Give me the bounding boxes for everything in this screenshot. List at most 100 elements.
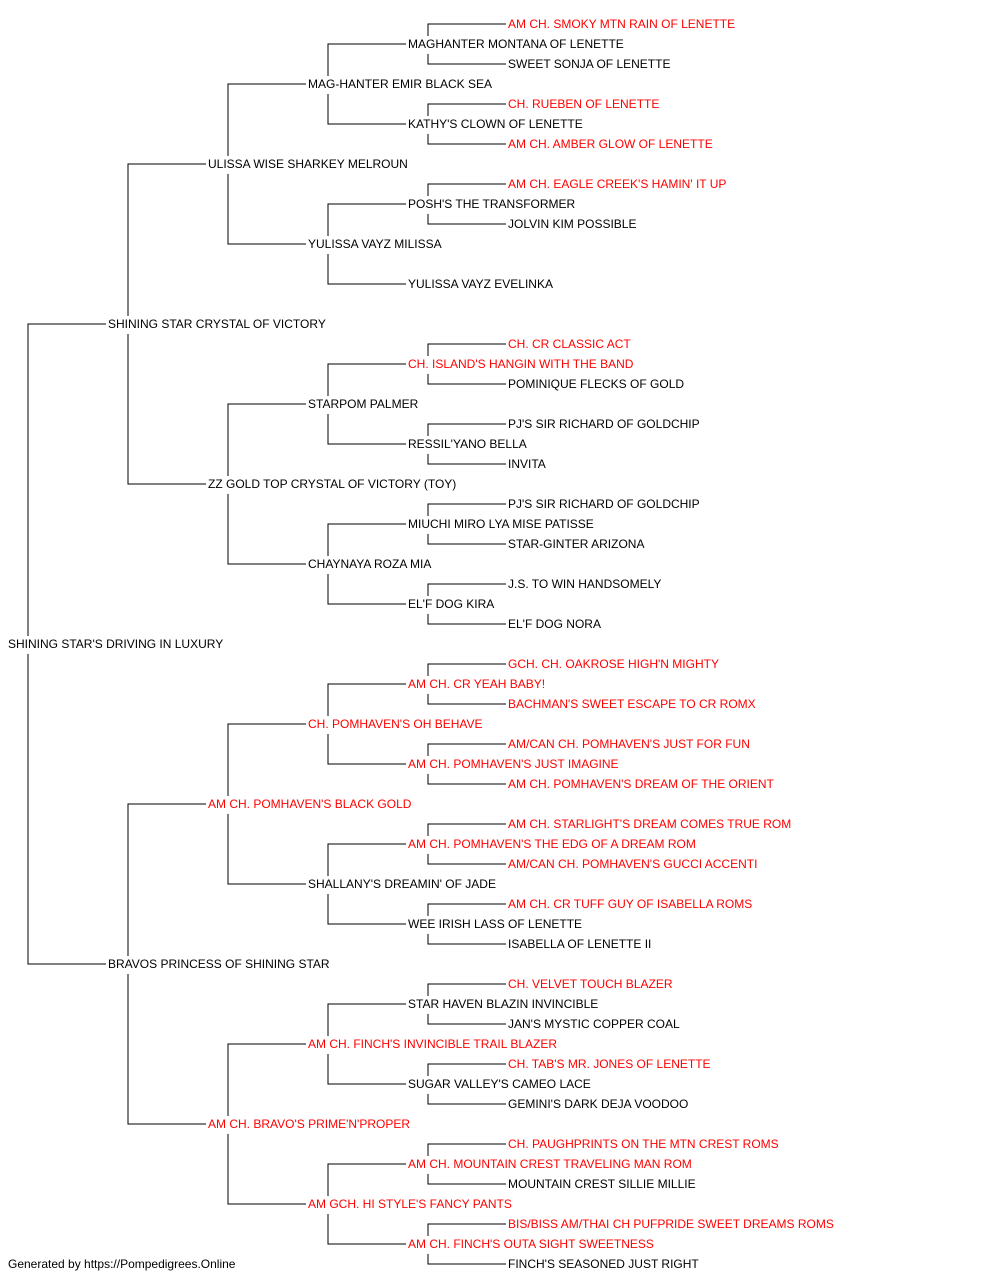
connector-line [427,934,506,945]
undefined-name: JAN'S MYSTIC COPPER COAL [508,1017,680,1031]
connector-line [427,183,506,196]
great-grandparent-name: YULISSA VAYZ MILISSA [308,237,442,251]
connector-line [427,1063,506,1076]
subject-name: SHINING STAR'S DRIVING IN LUXURY [8,637,223,651]
connector-line [327,1003,406,1036]
undefined-name: JOLVIN KIM POSSIBLE [508,217,636,231]
undefined-name: AM CH. CR TUFF GUY OF ISABELLA ROMS [508,897,752,911]
undefined-name: EL'F DOG NORA [508,617,601,631]
great-great-grandparent-name: STAR HAVEN BLAZIN INVINCIBLE [408,997,598,1011]
connector-line [227,403,306,476]
great-great-grandparent-name: AM CH. FINCH'S OUTA SIGHT SWEETNESS [408,1237,654,1251]
great-grandparent-name: CH. POMHAVEN'S OH BEHAVE [308,717,483,731]
undefined-name: BACHMAN'S SWEET ESCAPE TO CR ROMX [508,697,756,711]
connector-line [227,174,306,245]
connector-line [227,1043,306,1116]
connector-line [427,1254,506,1265]
great-grandparent-name: CHAYNAYA ROZA MIA [308,557,431,571]
great-grandparent-name: AM CH. FINCH'S INVINCIBLE TRAIL BLAZER [308,1037,557,1051]
connector-line [327,363,406,396]
connector-line [227,1134,306,1205]
great-grandparent-name: AM GCH. HI STYLE'S FANCY PANTS [308,1197,512,1211]
undefined-name: AM/CAN CH. POMHAVEN'S GUCCI ACCENTI [508,857,757,871]
connector-line [327,94,406,125]
connector-line [427,614,506,625]
great-great-grandparent-name: AM CH. POMHAVEN'S THE EDG OF A DREAM ROM [408,837,696,851]
undefined-name: CH. CR CLASSIC ACT [508,337,631,351]
connector-line [127,163,206,316]
connector-line [427,1143,506,1156]
undefined-name: STAR-GINTER ARIZONA [508,537,644,551]
connector-line [327,414,406,445]
connector-line [427,214,506,225]
connector-line [427,1174,506,1185]
great-great-grandparent-name: WEE IRISH LASS OF LENETTE [408,917,582,931]
undefined-name: FINCH'S SEASONED JUST RIGHT [508,1257,699,1271]
connector-line [427,343,506,356]
connector-line [327,1054,406,1085]
connector-line [427,423,506,436]
connector-line [427,854,506,865]
connector-line [427,23,506,36]
great-great-grandparent-name: AM CH. POMHAVEN'S JUST IMAGINE [408,757,619,771]
connector-line [227,83,306,156]
connector-line [427,1014,506,1025]
undefined-name: MOUNTAIN CREST SILLIE MILLIE [508,1177,696,1191]
connector-line [427,534,506,545]
connector-line [427,454,506,465]
connector-line [227,723,306,796]
connector-line [427,134,506,145]
connector-line [227,494,306,565]
footer-credit: Generated by https://Pompedigrees.Online [8,1257,236,1271]
connector-line [427,1223,506,1236]
connector-line [327,683,406,716]
parent-name: BRAVOS PRINCESS OF SHINING STAR [108,957,330,971]
connector-line [427,374,506,385]
connector-line [427,903,506,916]
great-great-grandparent-name: EL'F DOG KIRA [408,597,494,611]
connector-line [427,983,506,996]
great-great-grandparent-name: AM CH. CR YEAH BABY! [408,677,545,691]
undefined-name: AM CH. POMHAVEN'S DREAM OF THE ORIENT [508,777,775,791]
great-great-grandparent-name: MAGHANTER MONTANA OF LENETTE [408,37,624,51]
connector-lines [27,23,506,1265]
connector-line [227,814,306,885]
great-great-grandparent-name: SUGAR VALLEY'S CAMEO LACE [408,1077,591,1091]
grandparent-name: ULISSA WISE SHARKEY MELROUN [208,157,408,171]
undefined-name: AM/CAN CH. POMHAVEN'S JUST FOR FUN [508,737,750,751]
connector-line [327,254,406,285]
connector-line [327,734,406,765]
grandparent-name: AM CH. POMHAVEN'S BLACK GOLD [208,797,412,811]
great-great-grandparent-name: CH. ISLAND'S HANGIN WITH THE BAND [408,357,634,371]
connector-line [427,743,506,756]
undefined-name: POMINIQUE FLECKS OF GOLD [508,377,684,391]
undefined-name: AM CH. AMBER GLOW OF LENETTE [508,137,713,151]
undefined-name: AM CH. EAGLE CREEK'S HAMIN' IT UP [508,177,726,191]
undefined-name: CH. TAB'S MR. JONES OF LENETTE [508,1057,711,1071]
connector-line [427,583,506,596]
great-grandparent-name: MAG-HANTER EMIR BLACK SEA [308,77,492,91]
undefined-name: AM CH. STARLIGHT'S DREAM COMES TRUE ROM [508,817,791,831]
great-great-grandparent-name: YULISSA VAYZ EVELINKA [408,277,553,291]
great-great-grandparent-name: KATHY'S CLOWN OF LENETTE [408,117,583,131]
connector-line [327,203,406,236]
undefined-name: AM CH. SMOKY MTN RAIN OF LENETTE [508,17,735,31]
connector-line [327,894,406,925]
connector-line [427,694,506,705]
parent-name: SHINING STAR CRYSTAL OF VICTORY [108,317,326,331]
undefined-name: J.S. TO WIN HANDSOMELY [508,577,661,591]
connector-line [427,103,506,116]
connector-line [27,654,106,965]
connector-line [327,843,406,876]
great-grandparent-name: STARPOM PALMER [308,397,419,411]
undefined-name: CH. VELVET TOUCH BLAZER [508,977,673,991]
connector-line [427,1094,506,1105]
undefined-name: GEMINI'S DARK DEJA VOODOO [508,1097,688,1111]
grandparent-name: ZZ GOLD TOP CRYSTAL OF VICTORY (TOY) [208,477,456,491]
connector-line [427,774,506,785]
great-great-grandparent-name: POSH'S THE TRANSFORMER [408,197,576,211]
connector-line [27,323,106,636]
connector-line [427,54,506,65]
undefined-name: PJ'S SIR RICHARD OF GOLDCHIP [508,417,700,431]
